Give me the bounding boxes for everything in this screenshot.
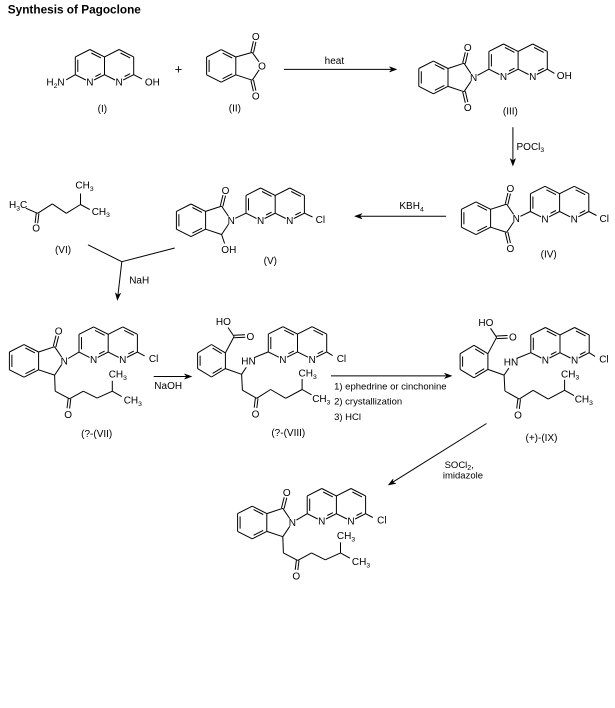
svg-text:O: O bbox=[222, 186, 230, 197]
svg-text:O: O bbox=[509, 333, 517, 344]
svg-text:HO: HO bbox=[478, 318, 493, 329]
svg-text:N: N bbox=[90, 355, 97, 366]
svg-text:+: + bbox=[175, 61, 183, 76]
svg-text:CH3​: CH3​ bbox=[575, 395, 593, 407]
svg-text:CH3​: CH3​ bbox=[312, 394, 330, 406]
svg-text:O: O bbox=[64, 410, 72, 421]
svg-text:H3​C: H3​C bbox=[9, 200, 27, 212]
svg-text:N: N bbox=[257, 216, 264, 227]
svg-text:H2​N: H2​N bbox=[46, 78, 64, 90]
svg-text:N: N bbox=[571, 215, 578, 226]
svg-text:1) ephedrine or cinchonine: 1) ephedrine or cinchonine bbox=[334, 381, 447, 392]
svg-text:NaOH: NaOH bbox=[154, 381, 182, 392]
svg-text:N: N bbox=[571, 356, 578, 367]
svg-text:Synthesis of Pagoclone: Synthesis of Pagoclone bbox=[8, 2, 142, 16]
svg-text:O: O bbox=[55, 326, 63, 337]
svg-text:CH3​: CH3​ bbox=[561, 369, 579, 381]
svg-text:O: O bbox=[32, 224, 40, 235]
svg-text:O: O bbox=[514, 410, 522, 421]
svg-text:(IV): (IV) bbox=[541, 250, 557, 261]
svg-text:Cl: Cl bbox=[377, 516, 386, 527]
svg-text:N: N bbox=[470, 73, 477, 84]
svg-text:CH3​: CH3​ bbox=[109, 370, 127, 382]
svg-text:HN: HN bbox=[241, 357, 255, 368]
svg-text:N: N bbox=[513, 214, 520, 225]
svg-text:O: O bbox=[464, 43, 472, 54]
svg-text:CH3​: CH3​ bbox=[75, 181, 93, 193]
svg-text:NaH: NaH bbox=[129, 276, 149, 287]
svg-text:(+)-(IX): (+)-(IX) bbox=[526, 433, 558, 444]
svg-text:N: N bbox=[279, 355, 286, 366]
svg-text:HN: HN bbox=[504, 357, 518, 368]
svg-text:HO: HO bbox=[216, 317, 231, 328]
svg-text:POCl3​: POCl3​ bbox=[517, 142, 545, 154]
svg-text:(II): (II) bbox=[229, 104, 241, 115]
svg-text:OH: OH bbox=[221, 245, 236, 256]
svg-text:N: N bbox=[529, 72, 536, 83]
svg-text:CH3​: CH3​ bbox=[337, 531, 355, 543]
svg-text:2) crystallization: 2) crystallization bbox=[334, 397, 402, 408]
svg-text:N: N bbox=[228, 216, 235, 227]
svg-text:CH3​: CH3​ bbox=[124, 395, 142, 407]
svg-text:N: N bbox=[318, 517, 325, 528]
svg-text:(VI): (VI) bbox=[55, 245, 71, 256]
svg-text:N: N bbox=[347, 517, 354, 528]
svg-text:O: O bbox=[258, 61, 266, 72]
svg-text:Cl: Cl bbox=[600, 214, 609, 225]
svg-text:N: N bbox=[119, 355, 126, 366]
svg-text:CH3​: CH3​ bbox=[92, 207, 110, 219]
svg-text:(?-(VIII): (?-(VIII) bbox=[271, 428, 305, 439]
svg-text:SOCl2​,: SOCl2​, bbox=[445, 460, 474, 472]
svg-text:heat: heat bbox=[325, 56, 345, 67]
svg-text:N: N bbox=[542, 356, 549, 367]
svg-text:OH: OH bbox=[145, 77, 160, 88]
svg-text:O: O bbox=[507, 184, 515, 195]
svg-text:(III): (III) bbox=[503, 107, 518, 118]
svg-text:KBH4​: KBH4​ bbox=[399, 201, 424, 213]
svg-text:(I): (I) bbox=[98, 104, 107, 115]
svg-text:N: N bbox=[115, 78, 122, 89]
svg-text:CH3​: CH3​ bbox=[352, 557, 370, 569]
svg-text:Cl: Cl bbox=[337, 354, 346, 365]
svg-text:N: N bbox=[86, 78, 93, 89]
svg-text:3) HCl: 3) HCl bbox=[334, 412, 361, 423]
svg-text:Cl: Cl bbox=[149, 354, 158, 365]
svg-text:N: N bbox=[500, 72, 507, 83]
svg-text:O: O bbox=[247, 332, 255, 343]
svg-text:N: N bbox=[286, 216, 293, 227]
svg-text:imidazole: imidazole bbox=[443, 471, 483, 482]
svg-text:O: O bbox=[252, 92, 260, 103]
svg-text:OH: OH bbox=[557, 71, 572, 82]
svg-text:N: N bbox=[289, 518, 296, 529]
svg-text:CH3​: CH3​ bbox=[299, 369, 317, 381]
svg-text:N: N bbox=[308, 355, 315, 366]
svg-text:N: N bbox=[541, 215, 548, 226]
svg-text:Cl: Cl bbox=[599, 355, 608, 366]
svg-text:N: N bbox=[61, 357, 68, 368]
svg-text:(?-(VII): (?-(VII) bbox=[81, 429, 112, 440]
svg-text:Cl: Cl bbox=[316, 215, 325, 226]
svg-text:O: O bbox=[252, 32, 260, 43]
svg-text:O: O bbox=[464, 103, 472, 114]
svg-text:(V): (V) bbox=[264, 256, 277, 267]
svg-text:O: O bbox=[507, 244, 515, 255]
svg-text:O: O bbox=[252, 410, 260, 421]
svg-text:O: O bbox=[283, 488, 291, 499]
svg-text:O: O bbox=[292, 571, 300, 582]
